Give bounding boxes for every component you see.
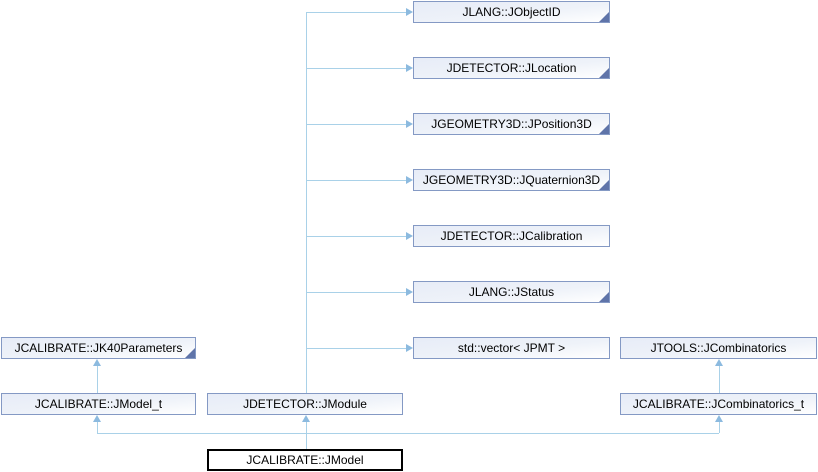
edge-jmodule-to-jstatus bbox=[306, 292, 406, 293]
edge-jcombinatoricst-to-jtoolscombinatorics bbox=[719, 366, 720, 393]
edge-jmodule-to-jlocation bbox=[306, 68, 406, 69]
node-jgeometry3d-jquaternion3d[interactable]: JGEOMETRY3D::JQuaternion3D bbox=[413, 169, 610, 191]
node-label: std::vector< JPMT > bbox=[457, 341, 566, 355]
arrowhead-icon-jquaternion3d bbox=[406, 176, 413, 184]
node-label: JCALIBRATE::JModel_t bbox=[34, 397, 163, 411]
node-jdetector-jlocation[interactable]: JDETECTOR::JLocation bbox=[413, 57, 610, 79]
edge-jmodule-to-jquaternion3d bbox=[306, 180, 406, 181]
node-label: JTOOLS::JCombinatorics bbox=[650, 341, 787, 355]
edge-jmodule-to-jcalibration bbox=[306, 236, 406, 237]
arrowhead-icon-jcombinatoricst bbox=[715, 415, 723, 422]
arrowhead-icon-jobjectid bbox=[406, 8, 413, 16]
edge-jmodelt-to-jk40parameters bbox=[97, 366, 98, 393]
node-jdetector-jmodule[interactable]: JDETECTOR::JModule bbox=[207, 393, 403, 415]
edge-trunk-jmodule bbox=[306, 12, 307, 393]
fold-corner-icon bbox=[185, 348, 195, 358]
node-std-vector-jpmt[interactable]: std::vector< JPMT > bbox=[413, 337, 610, 359]
node-label: JDETECTOR::JLocation bbox=[446, 61, 577, 75]
node-jcalibrate-jmodel-t[interactable]: JCALIBRATE::JModel_t bbox=[1, 393, 196, 415]
node-jdetector-jcalibration[interactable]: JDETECTOR::JCalibration bbox=[413, 225, 610, 247]
arrowhead-icon-jposition3d bbox=[406, 120, 413, 128]
edge-jmodule-to-jposition3d bbox=[306, 124, 406, 125]
edge-jmodule-to-jpmtvector bbox=[306, 348, 406, 349]
edge-jmodel-to-jmodelt bbox=[97, 422, 98, 433]
fold-corner-icon bbox=[599, 180, 609, 190]
node-label: JGEOMETRY3D::JPosition3D bbox=[431, 117, 592, 131]
node-jcalibrate-jk40parameters[interactable]: JCALIBRATE::JK40Parameters bbox=[1, 337, 196, 359]
node-label: JDETECTOR::JCalibration bbox=[440, 229, 583, 243]
arrowhead-icon-jcalibration bbox=[406, 232, 413, 240]
node-label: JLANG::JStatus bbox=[468, 285, 555, 299]
node-jlang-jstatus[interactable]: JLANG::JStatus bbox=[413, 281, 610, 303]
node-label: JGEOMETRY3D::JQuaternion3D bbox=[422, 173, 601, 187]
node-jcalibrate-jmodel-current: JCALIBRATE::JModel bbox=[207, 449, 403, 471]
node-jtools-jcombinatorics[interactable]: JTOOLS::JCombinatorics bbox=[620, 337, 817, 359]
fold-corner-icon bbox=[599, 124, 609, 134]
arrowhead-icon-jk40parameters bbox=[93, 359, 101, 366]
node-jcalibrate-jcombinatorics-t[interactable]: JCALIBRATE::JCombinatorics_t bbox=[620, 393, 817, 415]
edge-jmodel-to-jmodule bbox=[306, 422, 307, 433]
arrowhead-icon-jlocation bbox=[406, 64, 413, 72]
node-label: JDETECTOR::JModule bbox=[243, 397, 367, 411]
arrowhead-icon-jmodule bbox=[302, 415, 310, 422]
edge-jmodel-to-jcombinatoricst bbox=[719, 422, 720, 433]
fold-corner-icon bbox=[599, 12, 609, 22]
arrowhead-icon-jpmtvector bbox=[406, 344, 413, 352]
node-label: JCALIBRATE::JK40Parameters bbox=[14, 341, 183, 355]
node-label: JCALIBRATE::JCombinatorics_t bbox=[632, 397, 805, 411]
edge-jmodel-stem bbox=[306, 433, 307, 449]
node-label: JLANG::JObjectID bbox=[462, 5, 561, 19]
node-jgeometry3d-jposition3d[interactable]: JGEOMETRY3D::JPosition3D bbox=[413, 113, 610, 135]
fold-corner-icon bbox=[599, 292, 609, 302]
node-label: JCALIBRATE::JModel bbox=[246, 453, 364, 467]
node-jlang-jobjectid[interactable]: JLANG::JObjectID bbox=[413, 1, 610, 23]
edge-jmodule-to-jobjectid bbox=[306, 12, 406, 13]
arrowhead-icon-jmodelt bbox=[93, 415, 101, 422]
arrowhead-icon-jtoolscombinatorics bbox=[715, 359, 723, 366]
fold-corner-icon bbox=[599, 68, 609, 78]
arrowhead-icon-jstatus bbox=[406, 288, 413, 296]
edge-jmodel-bus bbox=[97, 433, 719, 434]
